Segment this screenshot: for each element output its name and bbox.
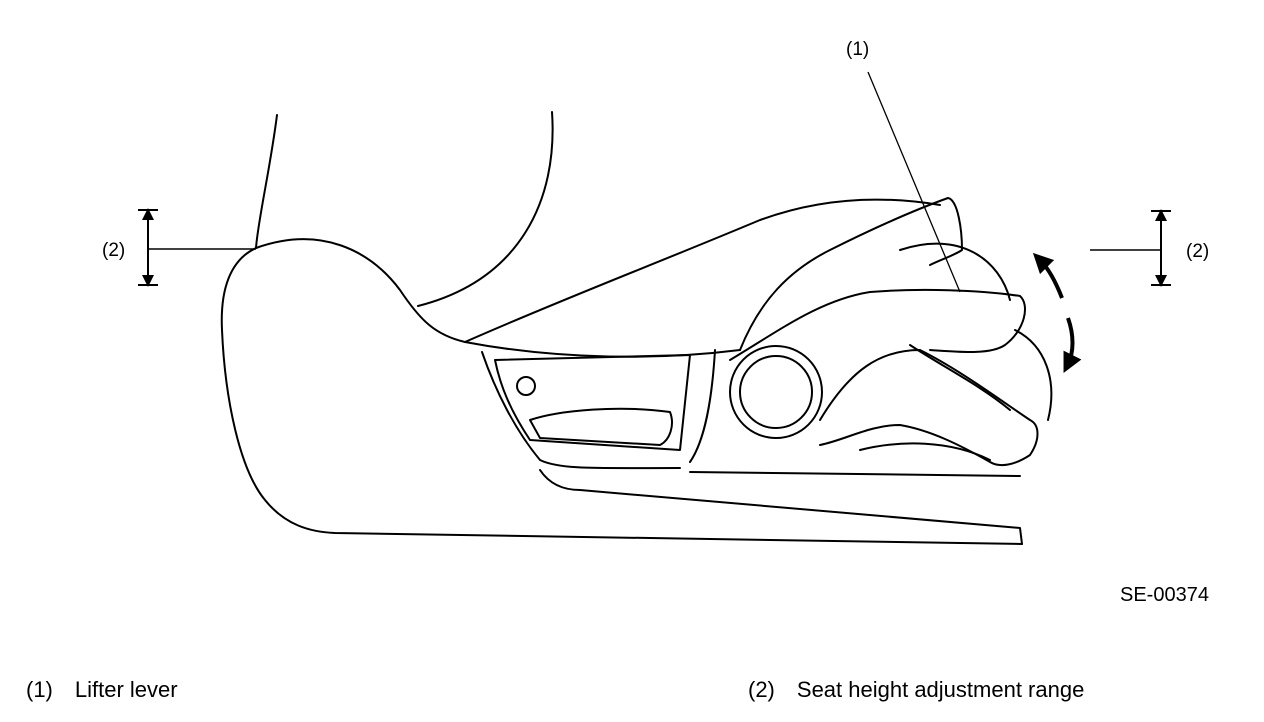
lever-arm xyxy=(819,349,1039,467)
recess-pocket xyxy=(529,407,673,446)
recliner-hub-outer xyxy=(729,345,823,439)
callout-range-right: (2) xyxy=(1186,241,1209,262)
legend-item-height-range: (2) Seat height adjustment range xyxy=(748,677,1084,703)
figure-code: SE-00374 xyxy=(1120,584,1209,606)
legend-label: Seat height adjustment range xyxy=(796,677,1085,702)
recess-inner xyxy=(494,354,691,451)
cushion-crease xyxy=(464,198,941,343)
lever-housing-lower xyxy=(729,288,1026,361)
legend-number: (1) xyxy=(26,677,53,702)
lifter-lever-leader xyxy=(867,71,961,293)
seat-cushion-outline xyxy=(220,247,1023,545)
lower-arrow xyxy=(1063,317,1082,373)
legend-number: (2) xyxy=(748,677,775,702)
callout-lifter: (1) xyxy=(846,39,869,60)
legend-label: Lifter lever xyxy=(74,677,178,702)
legend-item-lifter-lever: (1) Lifter lever xyxy=(26,677,178,703)
recliner-hub-inner xyxy=(739,355,813,429)
raise-arrow xyxy=(1032,252,1064,299)
seat-back-outline xyxy=(255,114,278,249)
lever-housing-upper xyxy=(739,197,963,351)
callout-range-left: (2) xyxy=(102,240,125,261)
seat-back-front-edge xyxy=(417,111,554,307)
recess-screw xyxy=(516,376,536,396)
cushion-top-edge xyxy=(255,238,741,358)
lower-cover-recess xyxy=(481,351,681,470)
cushion-bottom-edge xyxy=(539,469,1023,545)
